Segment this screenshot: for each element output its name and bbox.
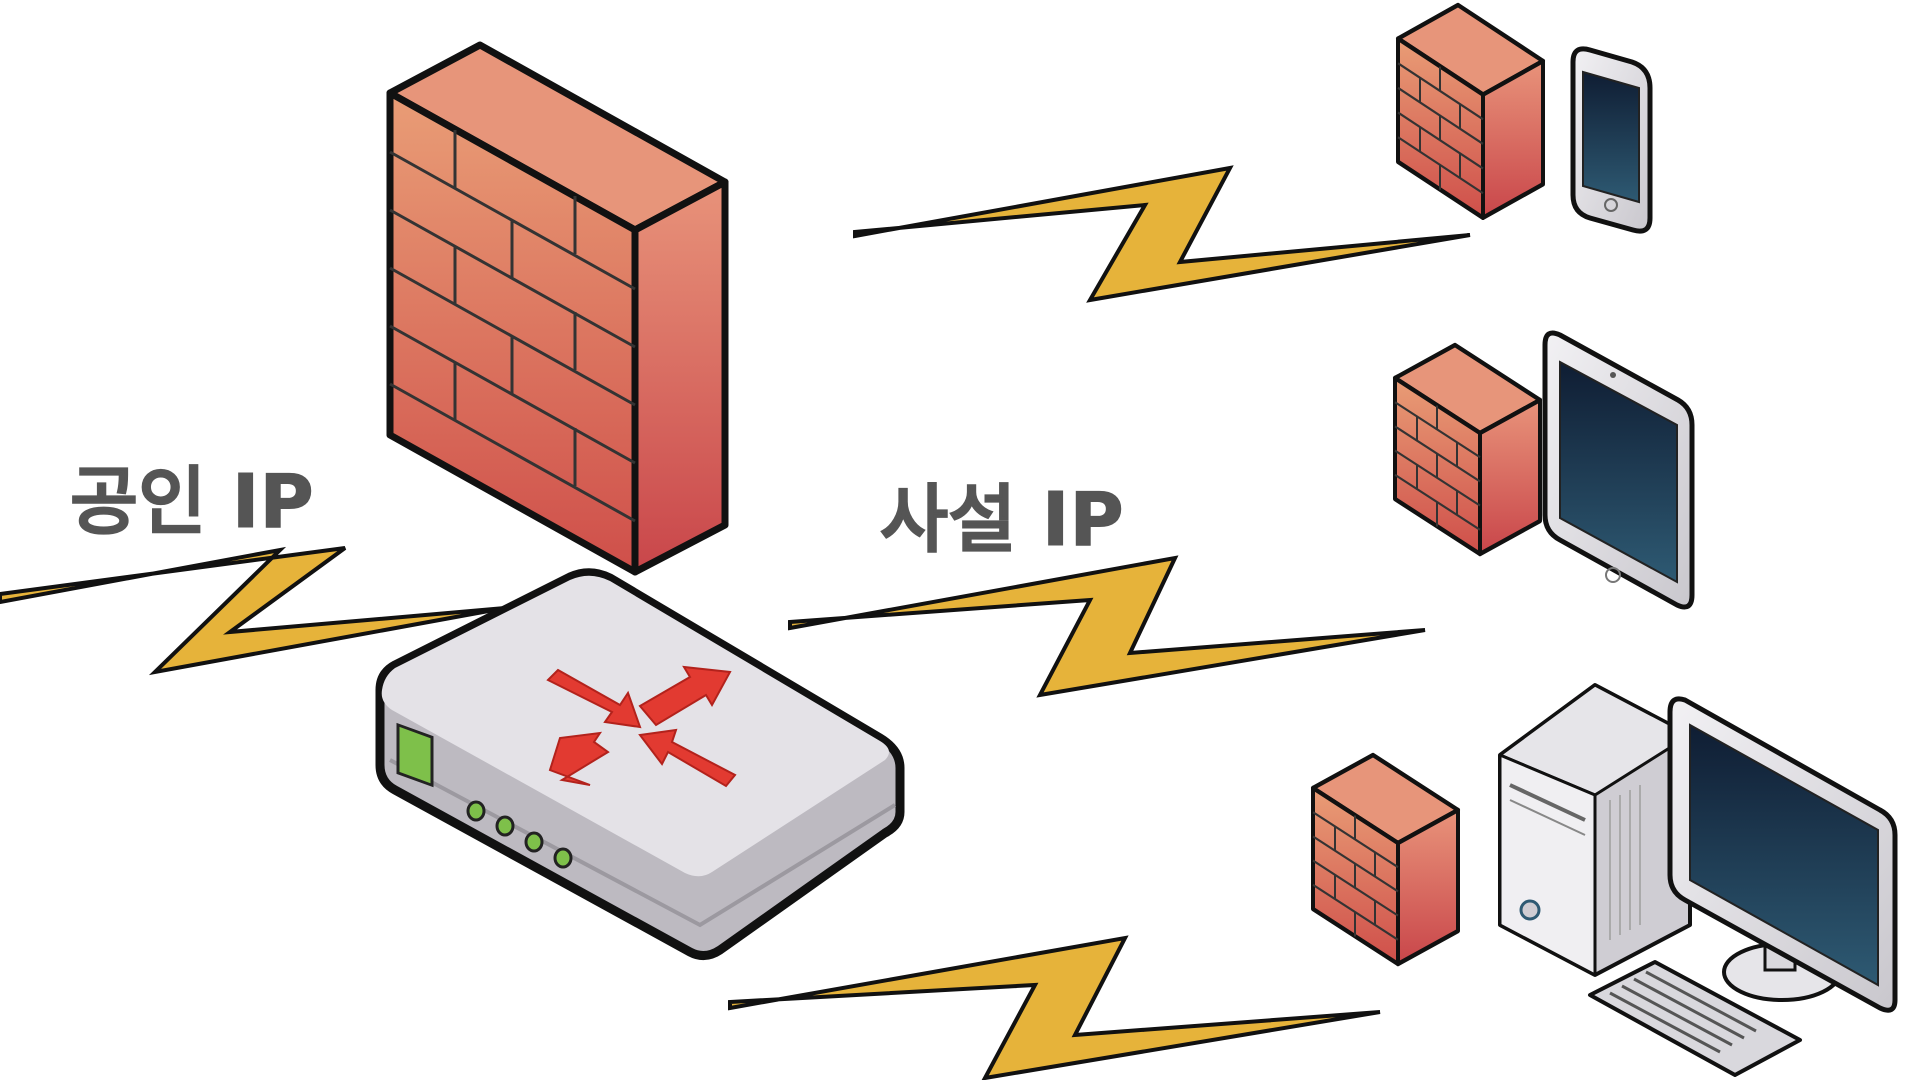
link-router-to-smartphone bbox=[853, 165, 1471, 303]
keyboard-keys bbox=[1609, 970, 1757, 1054]
router-arrows-icon bbox=[546, 665, 737, 788]
main-firewall bbox=[386, 41, 729, 576]
link-router-to-desktop bbox=[728, 935, 1381, 1080]
link-router-to-tablet bbox=[788, 555, 1426, 698]
desktop-computer bbox=[1498, 683, 1898, 1077]
keyboard bbox=[1588, 960, 1802, 1077]
monitor-screen bbox=[1689, 723, 1879, 987]
link-internet-to-router bbox=[0, 546, 506, 676]
router-icon bbox=[375, 568, 905, 960]
smartphone bbox=[1570, 46, 1653, 234]
status-led-square bbox=[396, 722, 434, 788]
tablet-icon bbox=[1542, 330, 1695, 610]
desktop-computer-icon bbox=[1498, 683, 1898, 1077]
private-ip-label: 사설 IP bbox=[880, 477, 1124, 563]
port-leds bbox=[466, 800, 573, 869]
nat-router bbox=[375, 568, 905, 960]
smartphone-icon bbox=[1570, 46, 1653, 234]
brick-firewall-icon bbox=[386, 41, 729, 576]
public-ip-label: 공인 IP bbox=[70, 459, 314, 545]
tablet bbox=[1542, 330, 1695, 610]
